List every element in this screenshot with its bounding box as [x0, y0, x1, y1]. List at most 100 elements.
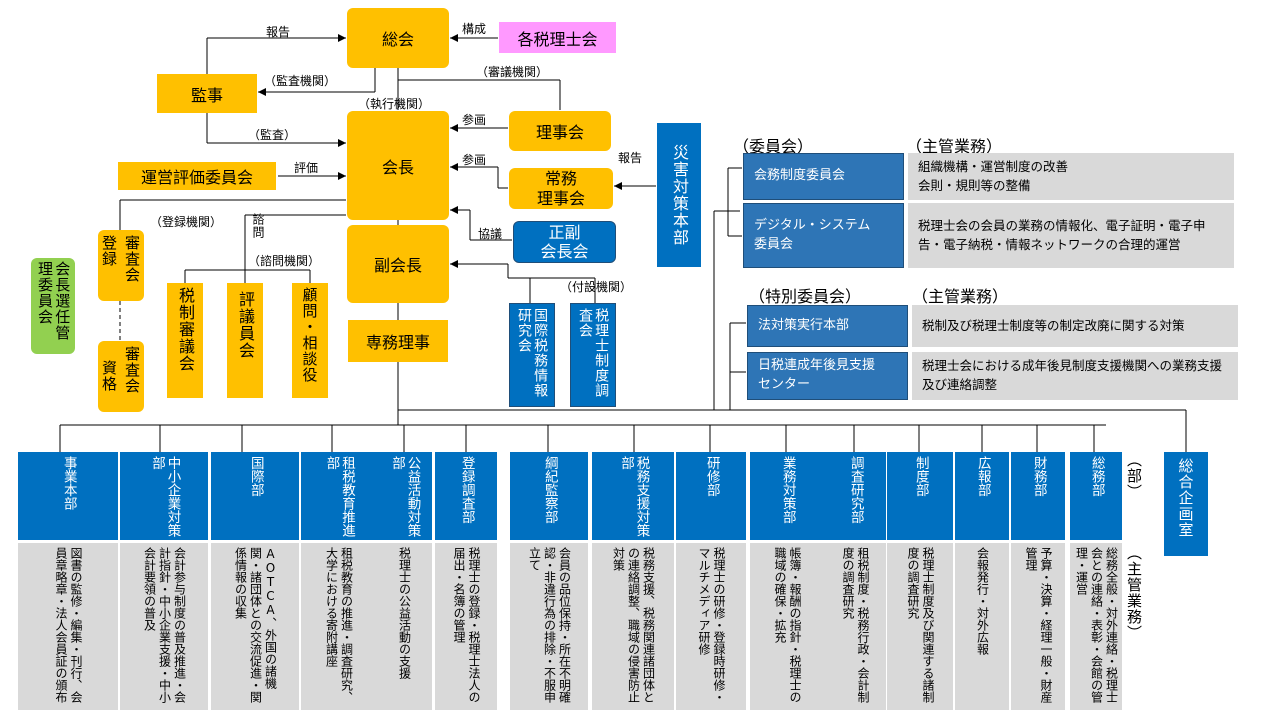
special-duty-1-text: 税理士会における成年後見制度支援機関への業務支援及び連絡調整: [922, 358, 1223, 392]
dept-name-1: 中小企業対策部: [149, 456, 181, 537]
special-name-1-text: 日税連成年後見支援 センター: [758, 358, 876, 392]
kaicho-box: 会長: [347, 111, 449, 220]
hyogiinkai-box: 評議員会: [227, 283, 263, 398]
kokusai-zeimu-label: 国際税務情報研究会: [516, 308, 549, 398]
shinsakai-toroku-label: 審査会: [123, 235, 141, 283]
dept-duty-1: 会計参与制度の普及推進・会計指針・中小企業支援・中小会計要領の普及: [120, 543, 208, 710]
dept-duty-text-13: 予算・決算・経理一般・財産管理: [1024, 547, 1053, 703]
label-fusetsu-kikan: （付設機関）: [560, 280, 633, 294]
kanji-label: 監事: [190, 85, 223, 105]
zeirishi-seido-label: 税理士制度調査会: [577, 308, 610, 398]
dept-duty-8: 税理士の研修・登録時研修・マルチメディア研修: [676, 543, 746, 710]
kakuzeirishikai-label: 各税理士会: [517, 29, 598, 49]
bu-label-text: （部）: [1125, 452, 1143, 500]
komon-box: 顧問・相談役: [292, 283, 328, 398]
komon-label: 顧問・相談役: [300, 287, 319, 383]
shukan-label-text: （主管業務）: [1125, 545, 1143, 641]
dept-duty-5: 税理士の登録・税理士法人の届出・名簿の管理: [435, 543, 497, 710]
kanji-box: 監事: [157, 74, 257, 113]
label-shingi-kikan: （審議機関）: [476, 65, 549, 79]
sogo-kikakushitsu-box: 総合企画室: [1164, 452, 1208, 556]
zeisei-shingikai-box: 税制審議会: [167, 283, 203, 398]
dept-name-10: 調査研究部: [847, 456, 864, 524]
dept-duty-7: 税務支援、税務関連諸団体との連絡調整、職域の侵害防止対策: [592, 543, 674, 710]
dept-name-3: 租税教育推進部: [323, 456, 356, 537]
dept-duty-13: 予算・決算・経理一般・財産管理: [1011, 543, 1065, 710]
dept-3: 租税教育推進部: [301, 452, 376, 540]
committee-duty-1: 税理士会の会員の業務の情報化、電子証明・電子申告・電子納税・情報ネットワークの合…: [908, 203, 1234, 268]
dept-duty-0: 図書の監修・編集・刊行、会員章略章・法人会員証の頒布: [18, 543, 118, 710]
label-kyogi: 協議: [478, 227, 503, 241]
dept-duty-2: AOTCA、外国の諸機関・諸団体との交流促進・関係情報の収集: [211, 543, 299, 710]
bu-label: （部）: [1124, 452, 1145, 504]
dept-6: 綱紀監察部: [510, 452, 588, 540]
fukukaicho-box: 副会長: [347, 225, 449, 303]
dept-duty-9: 帳簿・報酬の指針・税理士の職域の確保・拡充: [750, 543, 824, 710]
dept-9: 業務対策部: [750, 452, 824, 540]
soukai-label: 総会: [381, 30, 414, 49]
dept-name-2: 国際部: [247, 456, 264, 497]
dept-duty-text-5: 税理士の登録・税理士法人の届出・名簿の管理: [452, 547, 481, 703]
kakuzeirishikai-box: 各税理士会: [499, 22, 616, 53]
dept-13: 財務部: [1011, 452, 1065, 540]
committees-header-left: （委員会）: [733, 137, 814, 156]
dept-name-14: 総務部: [1088, 456, 1105, 497]
dept-duty-text-7: 税務支援、税務関連諸団体との連絡調整、職域の侵害防止対策: [611, 547, 656, 703]
label-toroku-kikan: （登録機関）: [150, 215, 223, 229]
dept-14: 総務部: [1070, 452, 1122, 540]
label-kansa-kikan: （監査機関）: [264, 74, 337, 88]
special-header-right: （主管業務）: [912, 287, 1009, 306]
label-shikko-kikan: （執行機関）: [358, 97, 431, 111]
label-hokoku2: 報告: [618, 151, 643, 165]
special-name-0: 法対策実行本部: [747, 305, 908, 347]
label-kosei: 構成: [462, 22, 487, 36]
dept-duty-text-0: 図書の監修・編集・刊行、会員章略章・法人会員証の頒布: [54, 547, 83, 703]
committee-duty-1-text: 税理士会の会員の業務の情報化、電子証明・電子申告・電子納税・情報ネットワークの合…: [918, 217, 1206, 252]
saigai-label: 災害対策本部: [670, 144, 689, 246]
committees-header-right: （主管業務）: [906, 137, 1003, 156]
committee-name-0-text: 会務制度委員会: [754, 168, 846, 184]
dept-duty-text-14: 総務全般・対外連絡・税理士会との連絡・表彰・会館の管理・運営: [1074, 547, 1119, 703]
label-hyoka: 評価: [294, 161, 319, 175]
rijikai-label: 理事会: [535, 123, 584, 142]
committee-name-1-text: デジタル・システム 委員会: [754, 217, 871, 252]
seifuku-kaichokai-box: 正副 会長会: [513, 221, 616, 263]
label-shimon: 諮問: [251, 213, 265, 239]
shinsakai-toroku-box: 登録審査会: [98, 230, 144, 301]
committee-duty-0-text: 組織機構・運営制度の改善 会則・規則等の整備: [918, 158, 1069, 193]
kaicho-label: 会長: [381, 157, 414, 177]
saigai-box: 災害対策本部: [657, 123, 701, 267]
dept-duty-text-10: 租税制度・税務行政・会計制度の調査研究: [841, 547, 870, 703]
dept-duty-12: 会報発行・対外広報: [955, 543, 1009, 710]
hyogiinkai-label: 評議員会: [236, 291, 255, 359]
soukai-box: 総会: [347, 8, 449, 68]
zeisei-shingikai-label: 税制審議会: [176, 287, 195, 372]
dept-duty-4: 税理士の公益活動の支援: [376, 543, 432, 710]
dept-duty-text-8: 税理士の研修・登録時研修・マルチメディア研修: [697, 547, 726, 703]
shukan-label: （主管業務）: [1124, 545, 1145, 645]
dept-duty-text-9: 帳簿・報酬の指針・税理士の職域の確保・拡充: [773, 547, 802, 703]
dept-11: 制度部: [887, 452, 953, 540]
dept-0: 事業本部: [18, 452, 118, 540]
dept-12: 広報部: [955, 452, 1009, 540]
label-sanyo1: 参画: [462, 113, 487, 127]
dept-duty-text-6: 会員の品位保持・所在不明確認・非違行為の排除・不服申立て: [527, 547, 572, 703]
dept-duty-text-1: 会計参与制度の普及推進・会計指針・中小企業支援・中小会計要領の普及: [142, 547, 187, 703]
dept-name-7: 税務支援対策部: [618, 456, 650, 537]
shikaku-label: 資格: [100, 360, 118, 392]
dept-name-11: 制度部: [912, 456, 929, 497]
jomu-rijikai-box: 常務 理事会: [509, 168, 613, 209]
fukukaicho-label: 副会長: [373, 256, 422, 275]
dept-duty-text-4: 税理士の公益活動の支援: [397, 547, 412, 679]
dept-name-0: 事業本部: [60, 456, 77, 510]
kaicho-senkyo-box: 会長選任管理委員会: [31, 258, 75, 354]
dept-duty-text-12: 会報発行・対外広報: [975, 547, 990, 655]
dept-name-6: 綱紀監察部: [541, 456, 558, 524]
special-duty-1: 税理士会における成年後見制度支援機関への業務支援及び連絡調整: [912, 352, 1238, 400]
seifuku-kaichokai-label: 正副 会長会: [540, 222, 589, 261]
dept-duty-text-3: 租税教育の推進・調査研究、大学における寄附講座: [324, 547, 354, 703]
unei-hyoka-box: 運営評価委員会: [118, 162, 276, 190]
dept-1: 中小企業対策部: [120, 452, 208, 540]
label-sanyo2: 参画: [462, 153, 487, 167]
